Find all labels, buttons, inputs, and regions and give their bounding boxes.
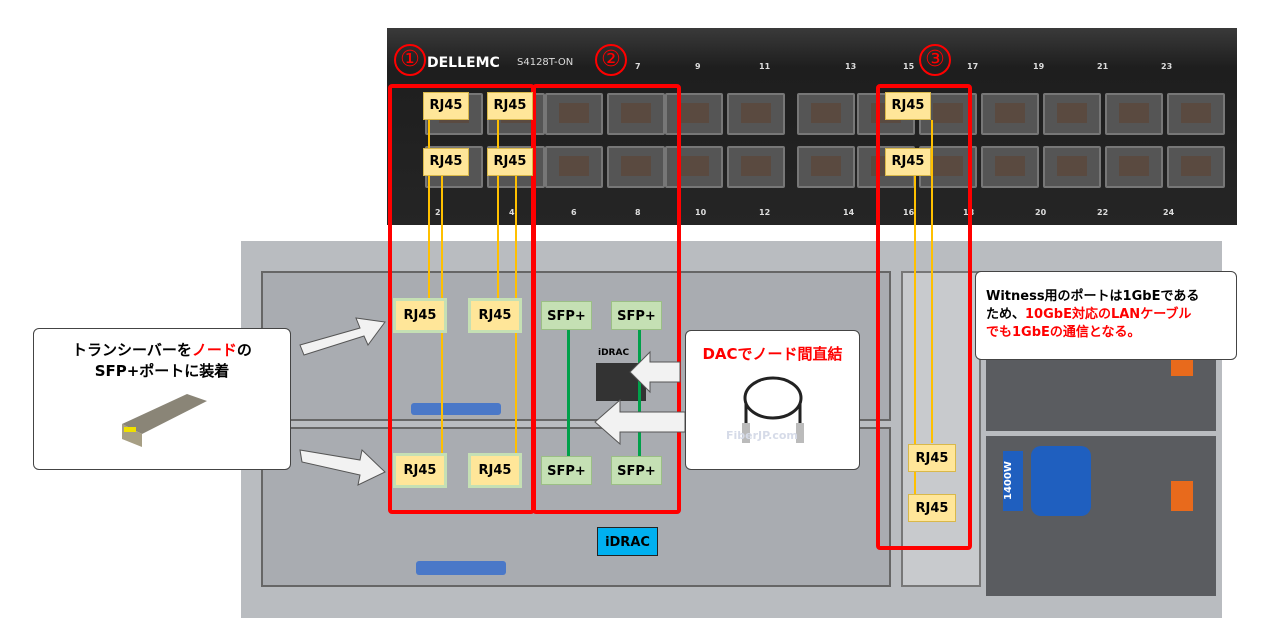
port-number: 8 [635, 208, 641, 217]
callout-text: の [236, 341, 252, 359]
transceiver-callout: トランシーバーをノードの SFP+ポートに装着 [33, 328, 291, 470]
watermark: FiberJP.com [726, 429, 798, 442]
arrow-right-icon [299, 317, 386, 356]
switch-port [545, 93, 603, 135]
sfp-transceiver-image [122, 394, 207, 447]
switch-port [1167, 93, 1225, 135]
switch-port [665, 146, 723, 188]
callout-text: Witness用のポートは1GbEである [986, 289, 1200, 304]
port-number: 23 [1161, 62, 1173, 71]
port-number: 16 [903, 208, 915, 217]
switch-port [981, 93, 1039, 135]
group-2-box [532, 84, 681, 514]
switch-port [545, 146, 603, 188]
cable-line [914, 175, 916, 494]
port-number: 10 [695, 208, 707, 217]
switch-port [607, 93, 665, 135]
rj45-label: RJ45 [908, 444, 956, 472]
cable-line [931, 120, 933, 443]
witness-callout: Witness用のポートは1GbEである ため、10GbE対応のLANケーブル … [975, 271, 1237, 360]
dac-line [567, 330, 570, 456]
idrac-small-label: iDRAC [598, 348, 630, 358]
callout-title: DACでノード間直結 [702, 345, 843, 363]
rj45-label: RJ45 [908, 494, 956, 522]
arrow-right-icon [299, 449, 386, 486]
switch-brand: DELLEMC [427, 55, 500, 71]
port-number: 12 [759, 208, 771, 217]
port-number: 14 [843, 208, 855, 217]
sfp-label: SFP+ [541, 456, 592, 485]
psu-latch [1171, 481, 1193, 511]
switch-port [727, 146, 785, 188]
idrac-label: iDRAC [597, 527, 658, 556]
rj45-label: RJ45 [487, 148, 533, 176]
dac-callout: DACでノード間直結 FiberJP.com [685, 330, 860, 470]
switch-port [1167, 146, 1225, 188]
release-tab [416, 561, 506, 575]
port-number: 4 [509, 208, 515, 217]
port-number: 13 [845, 62, 857, 71]
psu-2 [986, 436, 1216, 596]
port-number: 21 [1097, 62, 1109, 71]
callout-highlight: ノード [191, 341, 237, 359]
switch-port [1043, 93, 1101, 135]
cable-line [428, 120, 430, 300]
callout-text: ため、 [986, 307, 1026, 322]
port-number: 19 [1033, 62, 1045, 71]
switch-port [727, 93, 785, 135]
switch-port [665, 93, 723, 135]
group-number-1: ① [394, 44, 426, 76]
psu-rating: 1400W [1003, 451, 1023, 511]
rj45-label: RJ45 [885, 148, 931, 176]
port-number: 20 [1035, 208, 1047, 217]
rj45-label: RJ45 [487, 92, 533, 120]
rj45-label: RJ45 [471, 301, 519, 330]
port-number: 6 [571, 208, 577, 217]
switch-port [797, 146, 855, 188]
cable-line [497, 120, 499, 300]
arrows-overlay [299, 317, 686, 486]
port-number: 17 [967, 62, 979, 71]
dac-cable-image [741, 376, 804, 443]
switch-port [1105, 146, 1163, 188]
arrow-left-icon [594, 398, 686, 446]
port-number: 22 [1097, 208, 1109, 217]
switch-port [1105, 93, 1163, 135]
rj45-label: RJ45 [423, 148, 469, 176]
arrow-left-icon [629, 350, 681, 394]
callout-text: SFP+ポートに装着 [94, 362, 230, 380]
port-number: 11 [759, 62, 771, 71]
sfp-label: SFP+ [611, 456, 662, 485]
group-number-3: ③ [919, 44, 951, 76]
sfp-label: SFP+ [611, 301, 662, 330]
port-number: 24 [1163, 208, 1175, 217]
callout-text: トランシーバーを [72, 341, 192, 359]
port-number: 15 [903, 62, 915, 71]
velcro-strap [1031, 446, 1091, 516]
port-number: 2 [435, 208, 441, 217]
switch-port [797, 93, 855, 135]
group-number-2: ② [595, 44, 627, 76]
release-tab [411, 403, 501, 415]
rj45-label: RJ45 [471, 456, 519, 485]
switch-port [1043, 146, 1101, 188]
port-number: 7 [635, 62, 641, 71]
sfp-label: SFP+ [541, 301, 592, 330]
switch-port [981, 146, 1039, 188]
port-number: 9 [695, 62, 701, 71]
callout-highlight: 10GbE対応のLANケーブル [1025, 307, 1192, 322]
switch-model: S4128T-ON [517, 57, 574, 68]
rj45-label: RJ45 [396, 301, 444, 330]
group-3-box [876, 84, 972, 550]
switch-port [607, 146, 665, 188]
rj45-label: RJ45 [885, 92, 931, 120]
rj45-label: RJ45 [423, 92, 469, 120]
rj45-label: RJ45 [396, 456, 444, 485]
dac-line [638, 330, 641, 456]
callout-highlight: でも1GbEの通信となる。 [986, 325, 1141, 340]
